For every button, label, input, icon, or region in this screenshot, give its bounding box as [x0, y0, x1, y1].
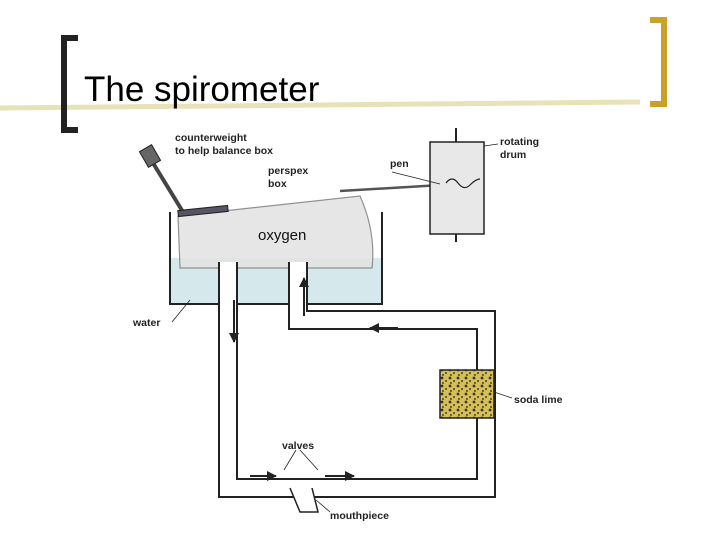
- header-rule: [0, 99, 641, 111]
- box-mount-bar: [177, 204, 229, 218]
- label-oxygen: oxygen: [258, 227, 306, 244]
- label-pen: pen: [390, 158, 409, 170]
- counterweight-rod: [151, 161, 185, 214]
- right-bracket: [650, 17, 667, 107]
- label-drum-2: drum: [500, 149, 526, 161]
- label-soda-lime: soda lime: [514, 394, 563, 406]
- valves-pointer-2: [299, 449, 319, 471]
- pen-pointer: [391, 171, 441, 185]
- label-counterweight-2: to help balance box: [175, 145, 273, 157]
- left-bracket: [61, 35, 78, 133]
- perspex-box: [177, 195, 374, 269]
- label-water: water: [132, 317, 160, 329]
- soda-lime-pointer: [493, 391, 513, 399]
- page-title: The spirometer: [84, 70, 320, 109]
- label-drum-1: rotating: [500, 136, 539, 148]
- soda-lime-canister: [439, 369, 495, 419]
- water-pointer: [171, 299, 191, 323]
- mouthpiece-pointer: [315, 499, 331, 513]
- mouthpiece-tube: [289, 487, 319, 513]
- label-perspex-1: perspex: [268, 165, 308, 177]
- label-mouthpiece: mouthpiece: [330, 510, 389, 522]
- label-valves: valves: [282, 440, 314, 452]
- label-perspex-2: box: [268, 178, 287, 190]
- valves-pointer-1: [283, 449, 297, 471]
- drum-pointer: [483, 143, 499, 147]
- rotating-drum: [429, 141, 485, 235]
- counterweight: [138, 144, 162, 168]
- drum-trace: [445, 178, 481, 189]
- label-counterweight-1: counterweight: [175, 132, 247, 144]
- water-tank: [169, 212, 383, 305]
